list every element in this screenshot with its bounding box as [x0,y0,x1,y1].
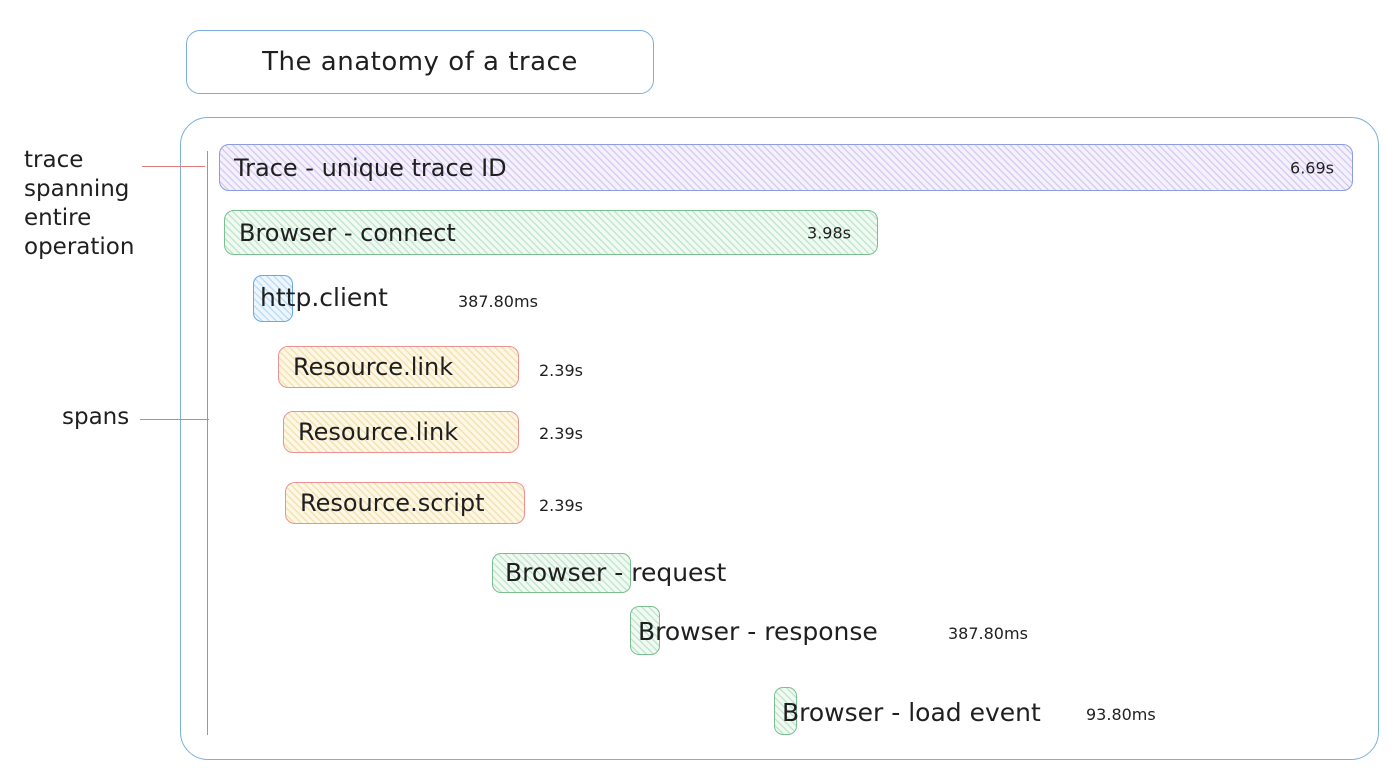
span-box-resource-link-1: Resource.link [278,346,519,388]
span-name-resource-link-1: Resource.link [293,353,454,381]
span-box-browser-response [630,606,660,655]
span-name-resource-link-2: Resource.link [298,418,459,446]
annotation-spans: spans [62,404,130,430]
span-name-trace: Trace - unique trace ID [234,153,507,182]
span-box-http-client [253,275,293,322]
span-box-browser-request [492,553,631,593]
span-bar-browser-connect: Browser - connect 3.98s [224,210,878,255]
span-name-browser-connect: Browser - connect [239,218,456,247]
annotation-spans-bracket-line [207,151,208,735]
annotation-connector-spans-line [140,419,209,420]
span-box-browser-load-event [774,687,797,735]
trace-frame [180,117,1379,760]
span-name-browser-load-event: Browser - load event [782,698,1041,727]
span-duration-browser-response: 387.80ms [948,624,1028,643]
span-name-browser-response: Browser - response [638,617,878,646]
annotation-trace-spanning: trace spanning entire operation [24,147,135,260]
span-duration-resource-link-2: 2.39s [539,424,583,443]
span-duration-browser-load-event: 93.80ms [1086,705,1156,724]
span-box-resource-link-2: Resource.link [283,411,519,453]
span-duration-trace: 6.69s [1290,158,1334,177]
span-name-resource-script: Resource.script [300,489,485,517]
span-bar-trace: Trace - unique trace ID 6.69s [219,144,1353,191]
span-name-http-client: http.client [260,283,388,312]
span-box-resource-script: Resource.script [285,482,525,524]
diagram-title: The anatomy of a trace [262,47,578,77]
span-duration-browser-connect: 3.98s [807,223,851,242]
annotation-connector-trace-line [142,166,205,167]
span-duration-resource-script: 2.39s [539,496,583,515]
title-box: The anatomy of a trace [186,30,654,94]
span-name-browser-request: Browser - request [505,558,727,587]
span-duration-resource-link-1: 2.39s [539,361,583,380]
span-duration-http-client: 387.80ms [458,292,538,311]
